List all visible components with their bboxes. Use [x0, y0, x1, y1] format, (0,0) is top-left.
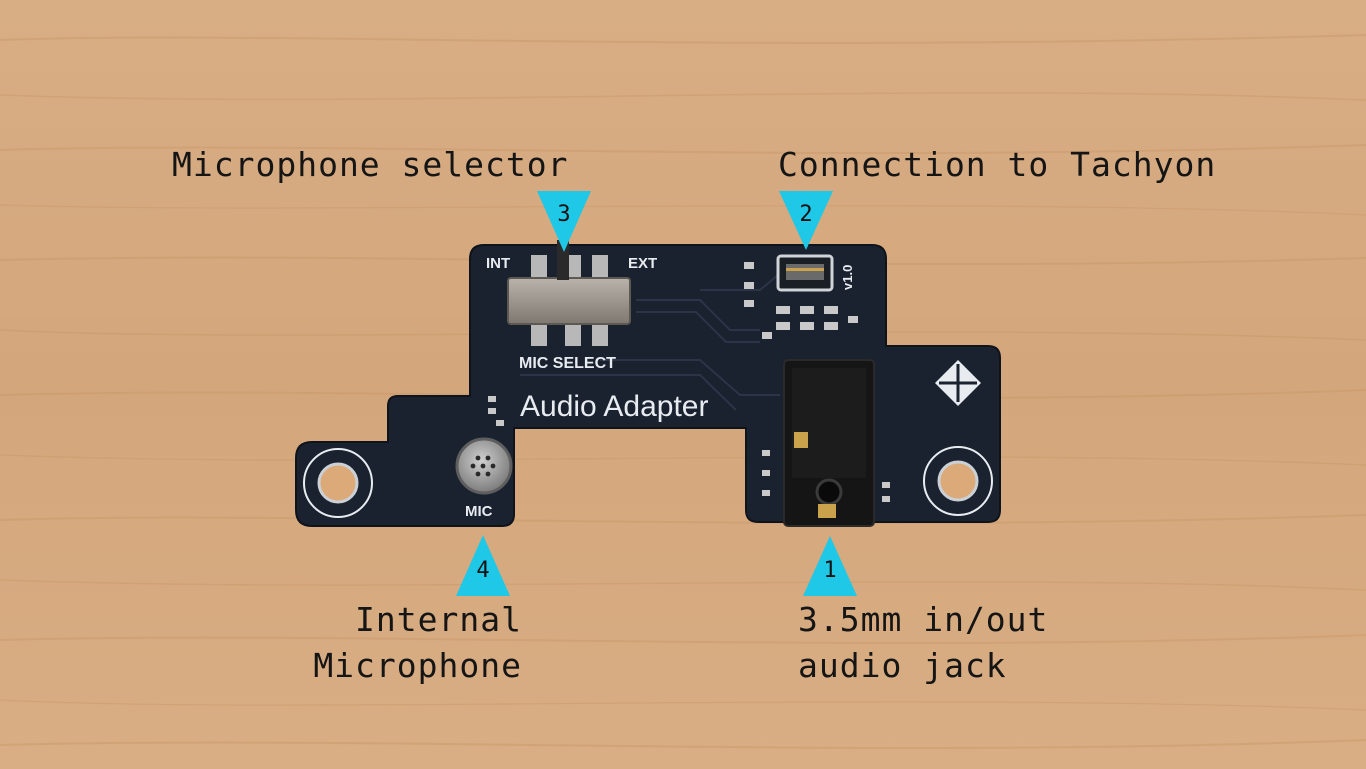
callout-audio-jack: 3.5mm in/out audio jack — [798, 597, 1048, 689]
marker-3-number: 3 — [557, 202, 570, 227]
callout-microphone-selector: Microphone selector — [172, 142, 569, 188]
mic-select-switch — [507, 240, 631, 346]
silkscreen-mic-select: MIC SELECT — [519, 355, 616, 372]
marker-1-triangle — [803, 536, 857, 596]
callout-line: Connection to Tachyon — [778, 145, 1217, 184]
silkscreen-ext: EXT — [628, 255, 657, 272]
marker-4-number: 4 — [476, 558, 489, 583]
marker-2-triangle — [779, 191, 833, 250]
callout-connection-to-tachyon: Connection to Tachyon — [778, 142, 1216, 188]
callout-line: 3.5mm in/out — [798, 600, 1049, 639]
callout-line: Microphone — [313, 646, 522, 685]
internal-microphone — [455, 437, 513, 495]
silkscreen-version: v1.0 — [840, 265, 855, 290]
callout-line: Microphone selector — [172, 145, 569, 184]
tachyon-connector — [776, 254, 834, 292]
wood-grain — [0, 34, 1366, 750]
silkscreen-mic: MIC — [465, 503, 493, 520]
silkscreen-int: INT — [486, 255, 510, 272]
diamond-cross-icon — [935, 360, 981, 406]
smd-components — [488, 262, 890, 502]
callout-line: audio jack — [798, 646, 1007, 685]
marker-4-triangle — [456, 535, 510, 596]
marker-3-triangle — [537, 191, 591, 252]
audio-jack — [783, 359, 875, 527]
callout-internal-microphone: Internal Microphone — [260, 597, 522, 689]
marker-1-number: 1 — [823, 558, 836, 583]
mounting-hole-right — [923, 446, 993, 516]
silkscreen-title: Audio Adapter — [520, 390, 708, 423]
mounting-hole-left — [303, 448, 373, 518]
callout-line: Internal — [355, 600, 522, 639]
marker-2-number: 2 — [799, 202, 812, 227]
